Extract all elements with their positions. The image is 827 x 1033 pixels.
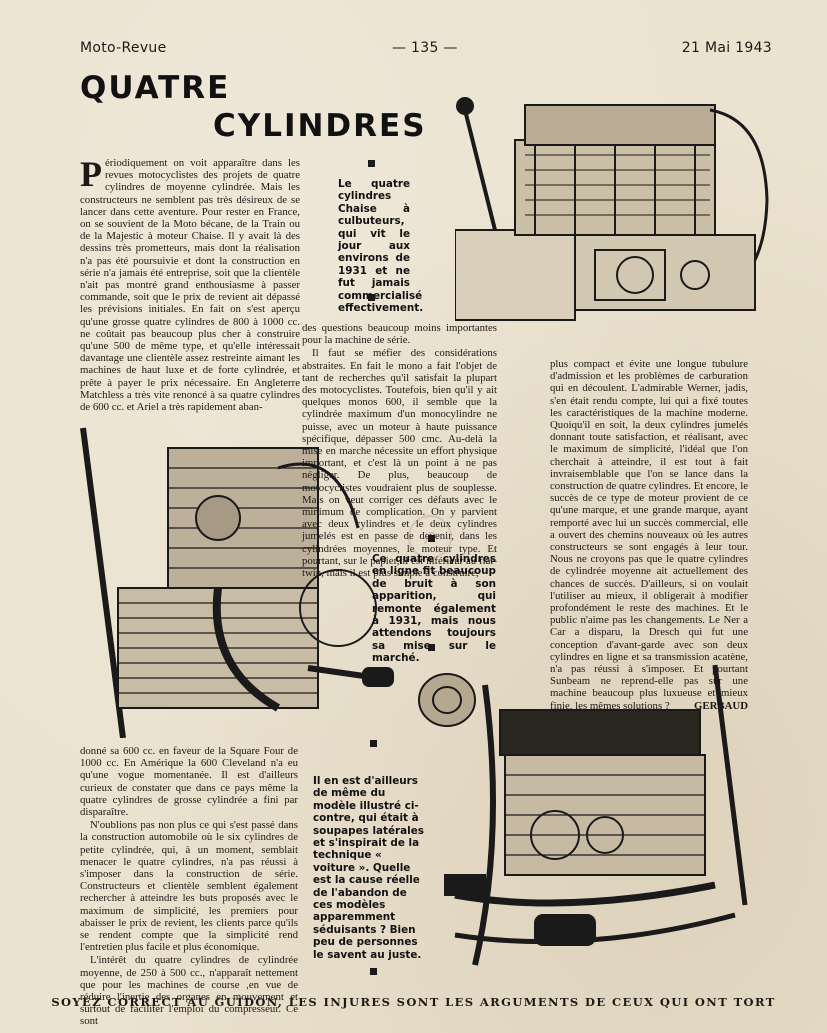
issue-date: 21 Mai 1943 [681, 40, 772, 56]
article-title-line2: CYLINDRES [213, 108, 427, 144]
bullet-mark [368, 294, 375, 301]
column-1-text: ériodiquement on voit apparaître dans le… [80, 157, 300, 414]
caption-top: Le quatre cylindres Chaise à culbuteurs,… [338, 178, 424, 315]
caption-bottom: Il en est d'ailleurs de même du modèle i… [313, 775, 424, 961]
column-3-text: plus compact et évite une longue tubulur… [550, 358, 748, 712]
article-title-line1: QUATRE [80, 70, 231, 106]
page-footer-slogan: SOYEZ CORRECT AU GUIDON, LES INJURES SON… [51, 995, 776, 1009]
article-column-1-continued: donné sa 600 cc. en faveur de la Square … [80, 745, 298, 1029]
bullet-mark [370, 740, 377, 747]
column-1b-paragraph: N'oublions pas non plus ce qui s'est pas… [80, 819, 298, 954]
column-2-paragraph: Il faut se méfier des considérations abs… [302, 347, 497, 580]
page-number: — 135 — [392, 40, 458, 56]
bullet-mark [428, 535, 435, 542]
bullet-mark [368, 160, 375, 167]
article-column-3: plus compact et évite une longue tubulur… [550, 358, 748, 713]
bullet-mark [428, 644, 435, 651]
column-2-paragraph: des questions beaucoup moins importantes… [302, 322, 497, 347]
column-1b-paragraph: L'intérêt du quatre cylindres de cylindr… [80, 954, 298, 1028]
column-1b-paragraph: donné sa 600 cc. en faveur de la Square … [80, 745, 298, 819]
article-column-2: des questions beaucoup moins importantes… [302, 322, 497, 580]
magazine-name: Moto-Revue [80, 40, 167, 56]
bullet-mark [370, 968, 377, 975]
drop-cap: P [80, 154, 102, 194]
engine-illustration-top [455, 97, 769, 321]
engine-illustration-bottom [418, 664, 748, 966]
engine-illustration-left [80, 427, 394, 738]
